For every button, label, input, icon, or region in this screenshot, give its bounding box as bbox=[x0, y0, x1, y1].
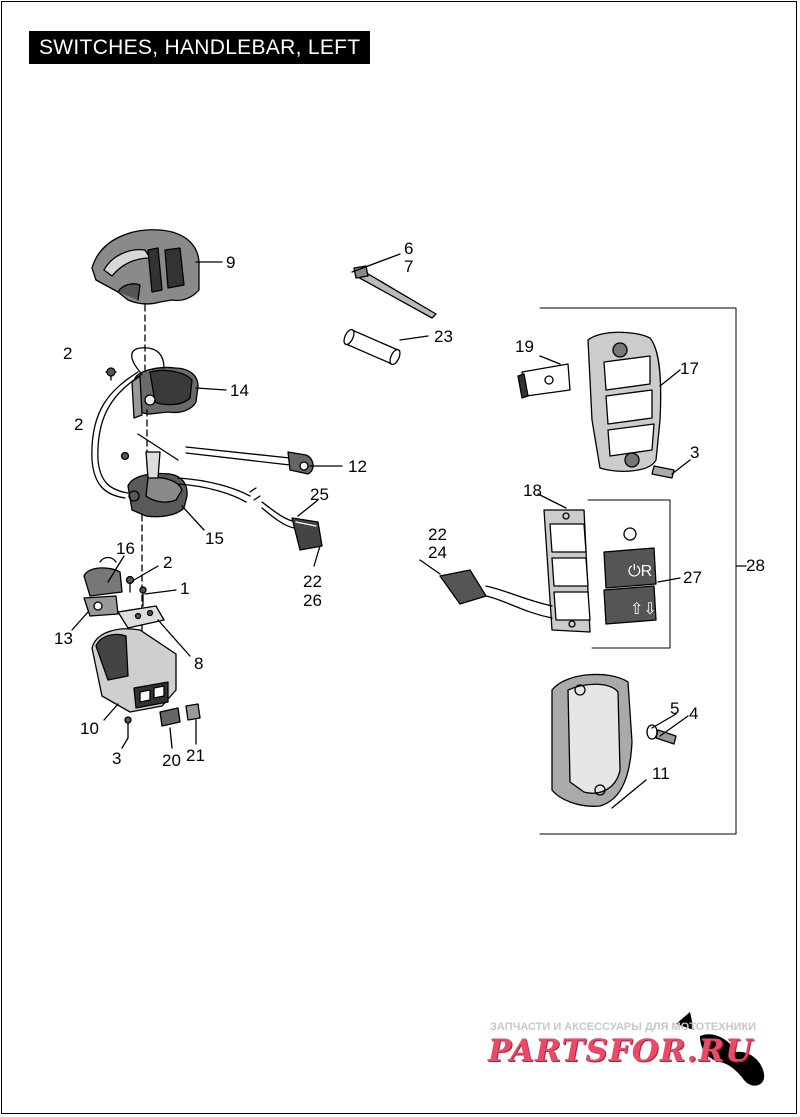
callout-22-right: 22 bbox=[428, 525, 447, 544]
callout-27: 27 bbox=[683, 568, 702, 587]
part-20-button bbox=[159, 707, 181, 727]
part-21-button bbox=[185, 703, 201, 721]
callout-3-right: 3 bbox=[690, 443, 699, 462]
part-14-switch-module bbox=[131, 347, 199, 419]
callout-13: 13 bbox=[54, 629, 73, 648]
part-13-switch-body bbox=[83, 595, 119, 617]
screw-3-right bbox=[651, 465, 675, 479]
part-17-housing bbox=[587, 331, 662, 472]
screw-2-middle bbox=[120, 451, 130, 461]
callout-12: 12 bbox=[348, 457, 367, 476]
part-27-buttons: ⏻R ⇧⇩ bbox=[603, 527, 657, 625]
callout-21: 21 bbox=[186, 746, 205, 765]
part-8-bracket bbox=[117, 605, 165, 629]
callout-26: 26 bbox=[303, 591, 322, 610]
callout-3-left: 3 bbox=[112, 749, 121, 768]
callout-4: 4 bbox=[689, 704, 698, 723]
svg-text:⏻R: ⏻R bbox=[628, 563, 652, 580]
page-title: SWITCHES, HANDLEBAR, LEFT bbox=[29, 31, 371, 64]
callout-23: 23 bbox=[434, 327, 453, 346]
part-12-wire-lead bbox=[185, 446, 314, 475]
part-16-switch bbox=[83, 556, 123, 597]
watermark-caption: ЗАПЧАСТИ И АКСЕССУАРЫ ДЛЯ МОТОТЕХНИКИ bbox=[490, 1021, 757, 1033]
callout-17: 17 bbox=[680, 359, 699, 378]
callout-10: 10 bbox=[80, 719, 99, 738]
harness-connector-right bbox=[439, 569, 553, 619]
callout-8: 8 bbox=[194, 654, 203, 673]
callout-14: 14 bbox=[230, 381, 249, 400]
screw-3-left bbox=[124, 716, 132, 739]
callout-9: 9 bbox=[226, 253, 235, 272]
part-4-5-screw bbox=[646, 724, 677, 745]
part-10-lower-housing bbox=[91, 628, 177, 713]
harness-connector-assembly bbox=[177, 477, 323, 551]
callout-5: 5 bbox=[670, 699, 679, 718]
callout-2-upper: 2 bbox=[63, 344, 72, 363]
callout-1: 1 bbox=[180, 579, 189, 598]
callout-24: 24 bbox=[428, 543, 447, 562]
callout-19: 19 bbox=[515, 337, 534, 356]
part-23-sleeve bbox=[343, 328, 401, 366]
callout-2-middle: 2 bbox=[74, 415, 83, 434]
screw-2-lower bbox=[125, 575, 135, 593]
watermark-logo-icon bbox=[676, 1012, 765, 1086]
watermark-brand: PARTSFOR.RU bbox=[488, 1033, 754, 1069]
screw-2-upper bbox=[105, 367, 117, 381]
callout-11: 11 bbox=[652, 764, 670, 783]
callout-7: 7 bbox=[404, 257, 413, 276]
screw-1 bbox=[139, 586, 147, 607]
part-6-7-cable-strap bbox=[353, 265, 437, 319]
part-19-cap bbox=[517, 363, 571, 399]
callout-25: 25 bbox=[310, 485, 329, 504]
callout-15: 15 bbox=[205, 529, 224, 548]
part-18-plate bbox=[543, 509, 591, 633]
callout-6: 6 bbox=[404, 239, 413, 258]
callout-20: 20 bbox=[162, 751, 181, 770]
svg-text:⇧⇩: ⇧⇩ bbox=[630, 601, 657, 618]
part-11-housing bbox=[551, 673, 633, 807]
part-15-switch-body bbox=[127, 451, 188, 518]
callout-28: 28 bbox=[746, 556, 765, 575]
callout-2-lower: 2 bbox=[163, 553, 172, 572]
callout-16: 16 bbox=[116, 539, 135, 558]
harness-cable bbox=[91, 371, 139, 499]
part-9-housing-cover bbox=[91, 229, 200, 305]
callout-22-left: 22 bbox=[303, 572, 322, 591]
callout-18: 18 bbox=[523, 481, 542, 500]
